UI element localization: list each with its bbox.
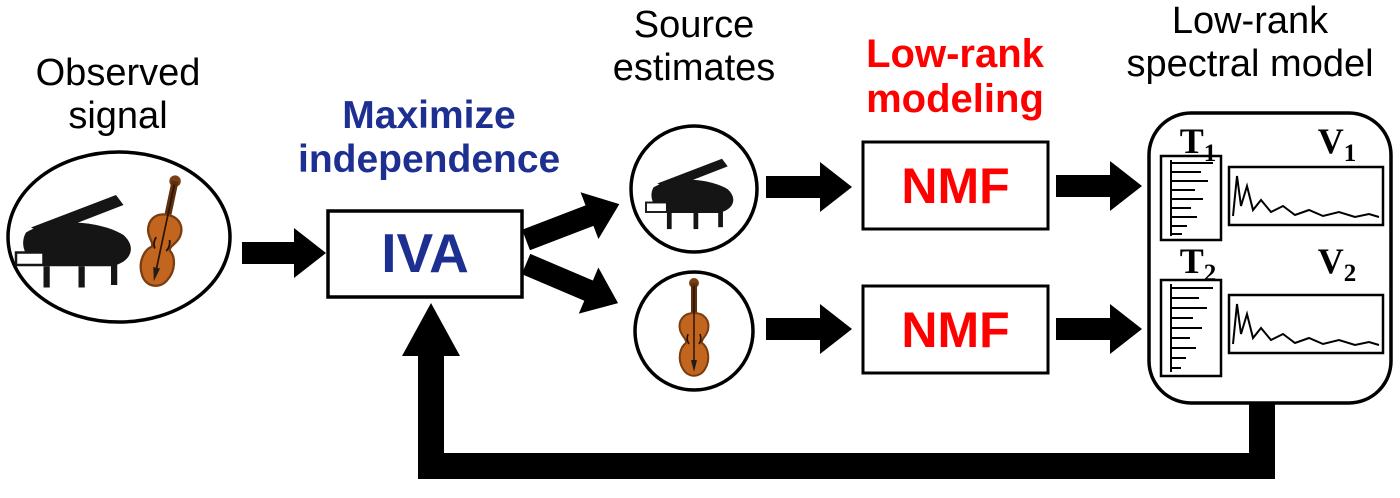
matrix-t1-base: T <box>1179 121 1204 161</box>
nmf-box-top <box>861 140 1050 231</box>
matrix-v2-base: V <box>1317 241 1344 281</box>
arrow-observed-to-iva <box>242 228 326 278</box>
iva-box <box>326 209 524 299</box>
v2-activation-plot <box>1227 293 1385 355</box>
nmf-bottom-label: NMF <box>901 301 1010 358</box>
matrix-t2-base: T <box>1179 241 1204 281</box>
matrix-t1-sub: 1 <box>1203 140 1217 168</box>
t1-basis-plot <box>1159 154 1223 242</box>
v1-activation-plot <box>1227 165 1385 227</box>
arrow-violin-to-nmf <box>766 304 852 354</box>
arrow-iva-to-piano <box>522 192 620 251</box>
matrix-t2-sub: 2 <box>1203 260 1217 288</box>
maximize-independence-label: Maximize independence <box>298 94 561 181</box>
arrow-piano-to-nmf <box>766 162 852 212</box>
low-rank-modeling-label: Low-rank modeling <box>866 32 1044 121</box>
feedback-arrowhead <box>402 303 460 356</box>
arrow-nmf2-to-model <box>1056 304 1142 354</box>
observed-signal-label: Observed signal <box>35 52 201 137</box>
source-estimates-label: Source estimates <box>612 4 776 89</box>
low-rank-spectral-model-label: Low-rank spectral model <box>1126 0 1374 85</box>
nmf-box-bottom <box>861 284 1050 375</box>
matrix-v1-label: V1 <box>1296 120 1378 166</box>
feedback-arrow-line <box>418 350 1275 479</box>
nmf-top-label: NMF <box>901 157 1010 214</box>
matrix-v2-sub: 2 <box>1343 260 1357 288</box>
matrix-v2-label: V2 <box>1296 240 1378 286</box>
matrix-t1-label: T1 <box>1166 120 1230 166</box>
t2-basis-plot <box>1159 278 1223 378</box>
matrix-v1-base: V <box>1317 121 1344 161</box>
arrow-nmf1-to-model <box>1056 161 1142 211</box>
matrix-v1-sub: 1 <box>1343 140 1357 168</box>
arrow-iva-to-violin <box>521 253 619 314</box>
iva-label: IVA <box>381 222 469 285</box>
matrix-t2-label: T2 <box>1166 240 1230 286</box>
